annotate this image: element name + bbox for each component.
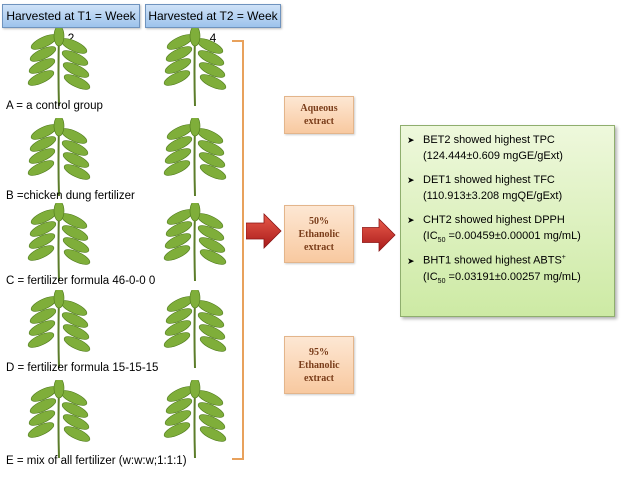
group-label-b: B =chicken dung fertilizer bbox=[6, 190, 135, 202]
plant-icon bbox=[150, 380, 240, 460]
result-tpc-head: BET2 showed highest TPC bbox=[423, 134, 555, 146]
aqueous-extract-line2: extract bbox=[304, 116, 334, 127]
plant-icon bbox=[14, 203, 104, 283]
aqueous-extract-box: Aqueous extract bbox=[284, 96, 354, 134]
result-abts-detail: (IC50 =0.03191±0.00257 mg/mL) bbox=[423, 270, 581, 285]
result-item-tfc: ➤ DET1 showed highest TFC (110.913±3.208 … bbox=[407, 174, 612, 202]
ethanol95-extract-line3: extract bbox=[304, 372, 334, 384]
aqueous-extract-line1: Aqueous bbox=[300, 103, 338, 114]
plant-icon bbox=[150, 290, 240, 370]
ethanol95-extract-line2: Ethanolic bbox=[298, 359, 340, 371]
result-tpc-detail: (124.444±0.609 mgGE/gExt) bbox=[423, 150, 563, 162]
results-box: ➤ BET2 showed highest TPC (124.444±0.609 … bbox=[400, 125, 615, 317]
ethanol50-extract-line3: extract bbox=[304, 241, 334, 253]
grouping-bracket bbox=[232, 40, 244, 460]
arrow-bullet-icon: ➤ bbox=[407, 255, 415, 266]
result-tfc-head: DET1 showed highest TFC bbox=[423, 174, 555, 186]
group-label-c: C = fertilizer formula 46-0-0 0 bbox=[6, 275, 156, 287]
arrow-bullet-icon: ➤ bbox=[407, 215, 415, 225]
ethanol50-extract-box: 50% Ethanolic extract bbox=[284, 205, 354, 263]
header-t1: Harvested at T1 = Week 2 bbox=[2, 4, 140, 45]
result-dpph-detail: (IC50 =0.00459±0.00001 mg/mL) bbox=[423, 230, 581, 245]
group-label-e: E = mix of all fertilizer (w:w:w;1:1:1) bbox=[6, 455, 187, 467]
plant-icon bbox=[150, 203, 240, 283]
arrow-right-icon bbox=[246, 213, 282, 249]
plant-icon bbox=[150, 28, 240, 108]
plant-icon bbox=[14, 28, 104, 108]
plant-icon bbox=[14, 118, 104, 198]
ethanol50-extract-line2: Ethanolic bbox=[298, 228, 340, 240]
arrow-bullet-icon: ➤ bbox=[407, 175, 415, 185]
arrow-bullet-icon: ➤ bbox=[407, 135, 415, 145]
result-dpph-head: CHT2 showed highest DPPH bbox=[423, 214, 565, 226]
plant-icon bbox=[150, 118, 240, 198]
header-t2: Harvested at T2 = Week 4 bbox=[145, 4, 281, 45]
result-item-abts: ➤BHT1 showed highest ABTS+ (IC50 =0.0319… bbox=[407, 254, 612, 285]
group-label-d: D = fertilizer formula 15-15-15 bbox=[6, 362, 159, 374]
result-item-dpph: ➤ CHT2 showed highest DPPH (IC50 =0.00459… bbox=[407, 214, 612, 244]
ethanol50-extract-line1: 50% bbox=[309, 215, 329, 227]
result-abts-head: BHT1 showed highest ABTS bbox=[423, 254, 562, 267]
group-label-a: A = a control group bbox=[6, 100, 103, 112]
arrow-right-icon bbox=[362, 218, 396, 252]
result-tfc-detail: (110.913±3.208 mgQE/gExt) bbox=[423, 190, 563, 202]
plant-icon bbox=[14, 290, 104, 370]
plant-icon bbox=[14, 380, 104, 460]
ethanol95-extract-line1: 95% bbox=[309, 346, 329, 358]
ethanol95-extract-box: 95% Ethanolic extract bbox=[284, 336, 354, 394]
result-item-tpc: ➤ BET2 showed highest TPC (124.444±0.609 … bbox=[407, 134, 612, 162]
